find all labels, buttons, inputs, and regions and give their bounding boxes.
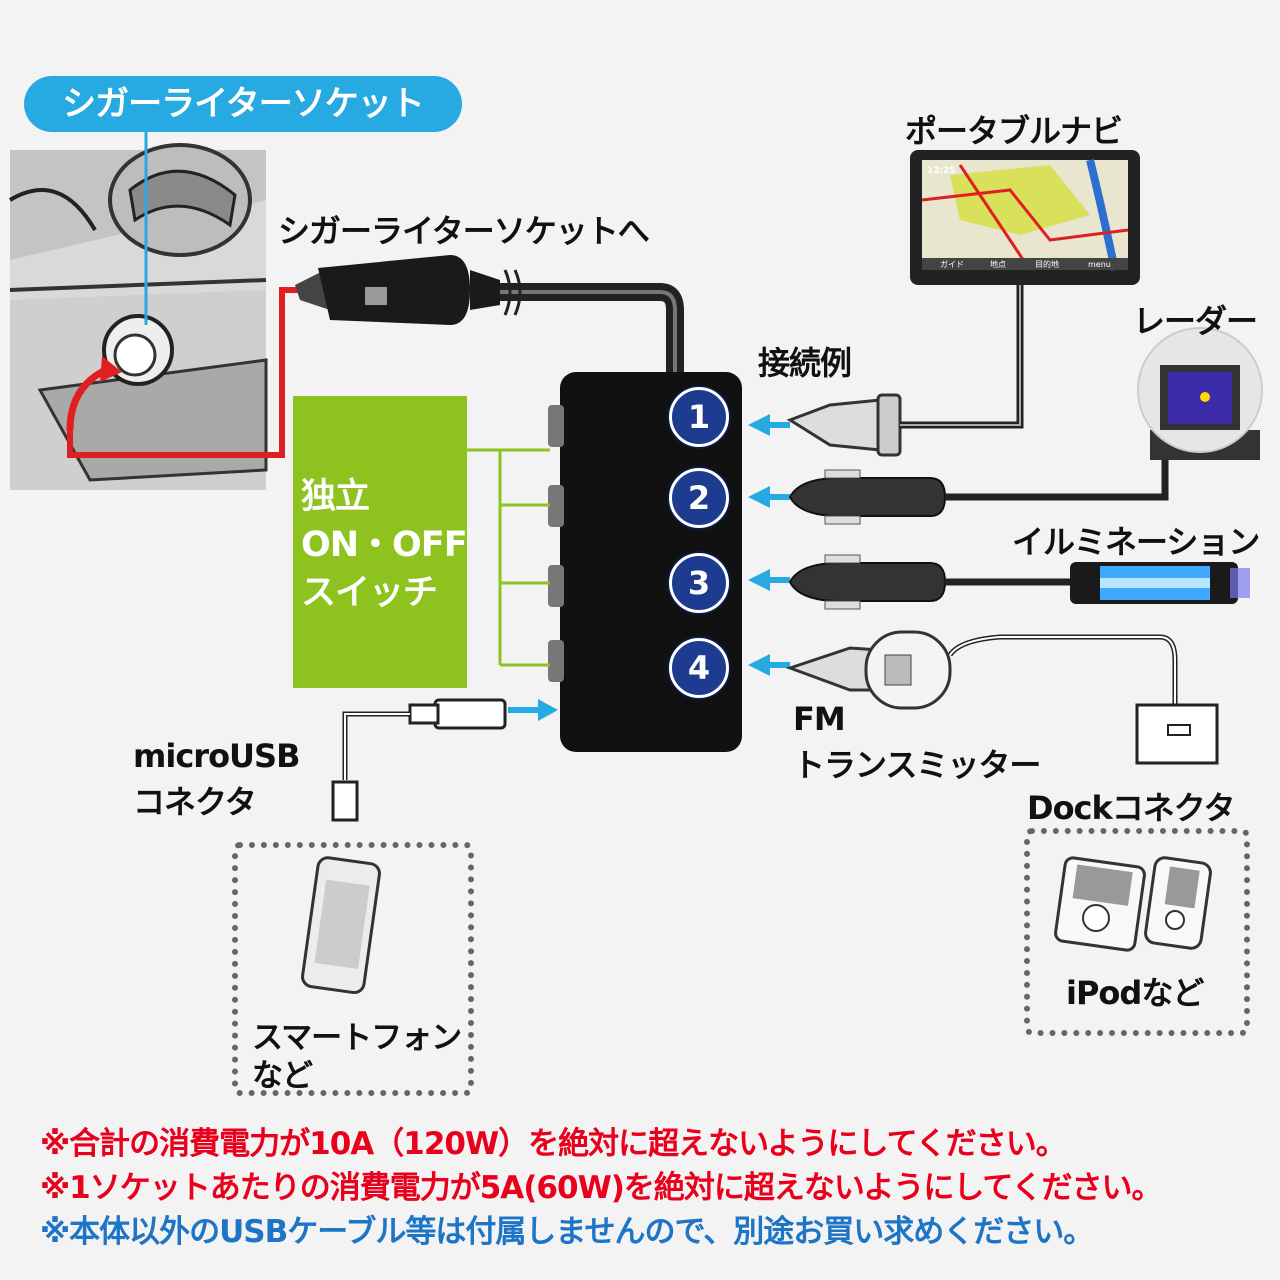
- microusb-label-line2: コネクタ: [133, 783, 257, 821]
- radar-plug: [788, 445, 1169, 525]
- portable-navi-label: ポータブルナビ: [905, 112, 1123, 150]
- navi-btn-menu: menu: [1088, 260, 1111, 269]
- note-total-power: ※合計の消費電力が10A（120W）を絶対に超えないようにしてください。: [40, 1126, 1067, 1162]
- illumination-light: [1070, 562, 1250, 604]
- fm-label-line2: トランスミッター: [793, 746, 1041, 784]
- ipod-label: iPodなど: [1066, 974, 1204, 1012]
- switch-line3: スイッチ: [301, 573, 438, 613]
- note-usb-cable: ※本体以外のUSBケーブル等は付属しませんので、別途お買い求めください。: [40, 1214, 1094, 1250]
- socket-number-4: 4: [669, 638, 729, 698]
- smartphone-label-line2: など: [252, 1058, 313, 1094]
- navi-time: 12:25: [927, 166, 956, 176]
- switch-line2: ON・OFF: [301, 525, 468, 565]
- connection-example-label: 接続例: [758, 344, 852, 382]
- switch-buttons: [548, 405, 564, 682]
- radar-device: [1137, 327, 1263, 460]
- ipod-illustration: [1054, 856, 1212, 952]
- smartphone-label-line1: スマートフォン: [252, 1020, 462, 1056]
- smartphone-illustration: [301, 856, 381, 995]
- navi-btn-guide: ガイド: [940, 259, 964, 269]
- socket-arrows: [508, 414, 790, 721]
- socket-number-2: 2: [669, 468, 729, 528]
- dashboard-illustration: [8, 143, 268, 490]
- main-plug: [295, 255, 684, 380]
- fm-transmitter-device: [785, 630, 1219, 765]
- socket-number-3: 3: [669, 553, 729, 613]
- navi-btn-destination: 目的地: [1035, 259, 1059, 269]
- ipod-dotted-box: iPodなど: [1024, 828, 1250, 1036]
- switch-pointer-lines: [467, 448, 550, 667]
- portable-navi-device: [910, 150, 1140, 285]
- fm-label-line1: FM: [793, 700, 846, 738]
- dock-connector-label: Dockコネクタ: [1027, 789, 1236, 827]
- switch-line1: 独立: [301, 477, 370, 517]
- illumination-plug: [788, 554, 1075, 610]
- socket-callout-pill: シガーライターソケット: [24, 76, 462, 132]
- switch-panel: 独立 ON・OFF スイッチ: [293, 396, 468, 688]
- socket-number-1: 1: [669, 387, 729, 447]
- red-cable: [67, 287, 300, 458]
- navi-plug: [786, 280, 1024, 457]
- navi-btn-point: 地点: [990, 259, 1006, 269]
- note-per-socket-power: ※1ソケットあたりの消費電力が5A(60W)を絶対に超えないようにしてください。: [40, 1170, 1162, 1206]
- to-socket-label: シガーライターソケットへ: [278, 212, 650, 250]
- radar-label: レーダー: [1133, 302, 1258, 340]
- usb-cable: [331, 698, 507, 822]
- illumination-label: イルミネーション: [1012, 523, 1260, 561]
- smartphone-dotted-box: スマートフォン など: [232, 842, 474, 1096]
- microusb-label-line1: microUSB: [133, 737, 300, 775]
